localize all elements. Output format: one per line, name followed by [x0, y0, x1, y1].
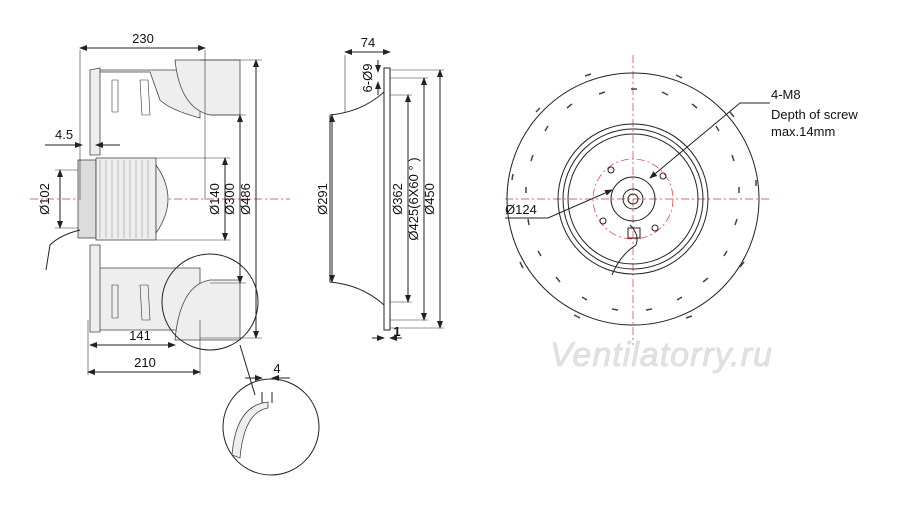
front-view: 4-M8 Depth of screw max.14mm Ø124 [505, 55, 858, 345]
inlet-ring [557, 123, 709, 275]
watermark: Ventilatorry.ru [550, 336, 773, 374]
dim-width-total: 230 [132, 31, 154, 46]
lower-inlet-ring [174, 279, 241, 341]
dim-detail-gap: 4 [273, 361, 280, 376]
upper-backplate [89, 67, 101, 156]
detail-inlet-lip [231, 401, 269, 459]
blade-marks [511, 73, 757, 319]
dia-hub: Ø102 [37, 183, 52, 215]
power-cable [45, 229, 81, 271]
section-view: 74 6-Ø9 Ø291 Ø362 Ø425(6X60 ° ) Ø450 1 [315, 35, 444, 341]
dia-450: Ø450 [422, 183, 437, 215]
dim-width-base: 210 [134, 355, 156, 370]
upper-blade-band [91, 69, 201, 119]
dia-362: Ø362 [390, 183, 405, 215]
motor-dome [155, 163, 169, 235]
dim-top: 74 [361, 35, 375, 50]
front-cable [611, 224, 638, 276]
dim-depth-inner: 141 [129, 328, 151, 343]
motor-body [95, 157, 157, 241]
dia-291: Ø291 [315, 183, 330, 215]
lower-backplate [89, 244, 101, 333]
dia-140: Ø140 [207, 183, 222, 215]
dia-124: Ø124 [505, 202, 537, 217]
hub [610, 176, 656, 222]
dia-486: Ø486 [238, 183, 253, 215]
dim-holes: 6-Ø9 [360, 64, 375, 93]
outer-ring [506, 72, 760, 326]
screw-spec: 4-M8 [771, 87, 801, 102]
bolt-circle [592, 158, 674, 240]
screw-depth-line2: max.14mm [771, 124, 835, 139]
motor-flange [77, 159, 97, 239]
screw-depth-line1: Depth of screw [771, 107, 858, 122]
shaft [622, 188, 644, 210]
dia-425: Ø425(6X60 ° ) [406, 157, 421, 240]
dia-300: Ø300 [222, 183, 237, 215]
dim-bottom: 1 [393, 324, 400, 339]
detail-circle [161, 253, 259, 351]
side-view: 230 210 141 4.5 Ø102 Ø140 Ø300 Ø486 [30, 31, 320, 476]
dim-flange: 4.5 [55, 127, 73, 142]
